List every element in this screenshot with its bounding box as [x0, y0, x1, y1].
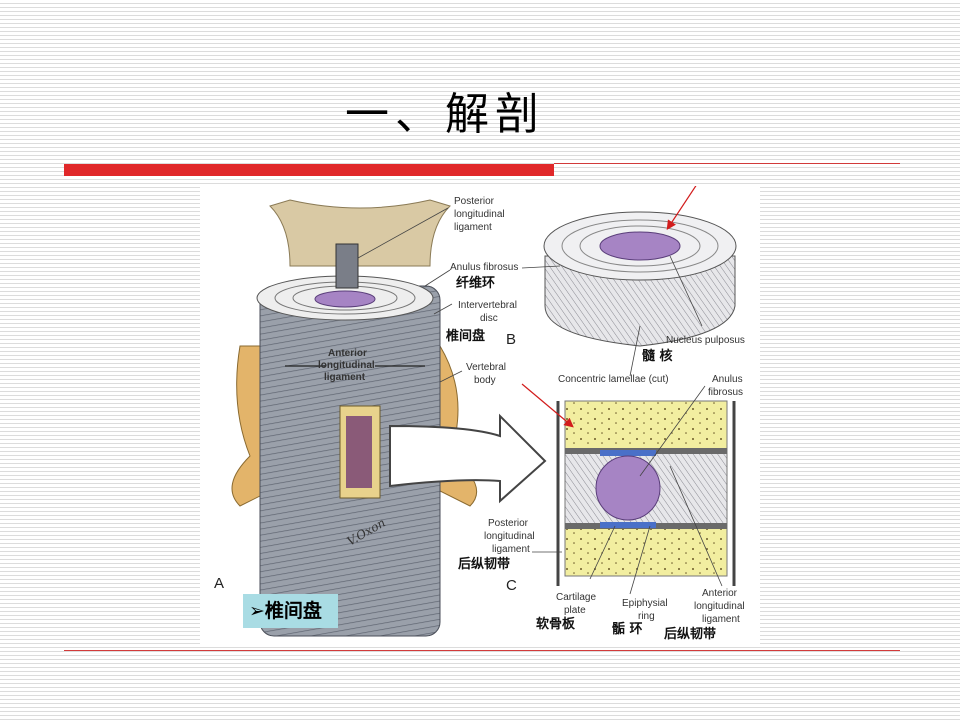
label-cartilage-plate: plate: [564, 605, 586, 616]
label-cn-cartilage-plate: 软骨板: [536, 616, 576, 632]
label-cartilage-plate: Cartilage: [556, 592, 596, 603]
label-posterior-longitudinal-ligament: Posterior: [454, 196, 495, 207]
label-intervertebral-disc: disc: [480, 313, 498, 324]
label-anterior-longitudinal-ligament-c: Anterior: [702, 588, 738, 599]
label-posterior-longitudinal-ligament: ligament: [454, 222, 492, 233]
label-vertebral-body: Vertebral: [466, 362, 506, 373]
panel-label-c: C: [506, 577, 517, 594]
label-anterior-longitudinal-ligament: ligament: [324, 372, 366, 383]
label-anulus-fibrosus-c: fibrosus: [708, 387, 743, 398]
label-epiphysial-ring: ring: [638, 611, 655, 622]
red-pointer-arrow: [666, 186, 697, 231]
panel-a-spine: [231, 199, 478, 637]
label-vertebral-body: body: [474, 375, 496, 386]
panel-b-disc-section: [543, 211, 737, 347]
label-cn-anulus-fibrosus: 纤维环: [456, 275, 495, 291]
label-anterior-longitudinal-ligament-c: longitudinal: [694, 601, 745, 612]
label-anterior-longitudinal-ligament: longitudinal: [318, 360, 375, 371]
label-posterior-longitudinal-ligament: longitudinal: [454, 209, 505, 220]
label-posterior-longitudinal-ligament-c: Posterior: [488, 518, 529, 529]
label-cn-anterior-longitudinal-ligament: 后纵韧带: [664, 626, 716, 642]
label-anulus-fibrosus: Anulus fibrosus: [450, 262, 518, 273]
label-cn-nucleus-pulposus: 髓 核: [642, 348, 673, 364]
label-anterior-longitudinal-ligament: Anterior: [328, 348, 367, 359]
title-underline-bar: [64, 164, 554, 176]
intervertebral-disc-figure: Posterior longitudinal ligament Anulus f…: [200, 186, 760, 644]
label-cn-intervertebral-disc: 椎间盘: [445, 328, 485, 344]
label-posterior-longitudinal-ligament-c: longitudinal: [484, 531, 535, 542]
label-concentric-lamellae: Concentric lamellae (cut): [558, 374, 669, 385]
label-posterior-longitudinal-ligament-c: ligament: [492, 544, 530, 555]
label-anulus-fibrosus-c: Anulus: [712, 374, 743, 385]
footer-divider-line: [64, 650, 900, 651]
red-pointer-arrow: [521, 383, 574, 428]
label-cn-posterior-longitudinal-ligament: 后纵韧带: [458, 556, 510, 572]
label-epiphysial-ring: Epiphysial: [622, 598, 668, 609]
transition-arrow: [389, 413, 547, 504]
panel-c-sagittal: [556, 400, 736, 586]
panel-label-a: A: [214, 575, 224, 592]
label-intervertebral-disc: Intervertebral: [458, 300, 517, 311]
label-cn-epiphysial-ring: 骺 环: [612, 621, 643, 637]
leader-lines: [357, 207, 723, 595]
slide-title: 一、解剖: [345, 89, 545, 140]
label-nucleus-pulposus: Nucleus pulposus: [666, 335, 745, 346]
title-divider-line: [554, 163, 900, 164]
panel-label-b: B: [506, 331, 516, 348]
figure-caption: ➢椎间盘: [243, 594, 338, 628]
anatomy-illustration: Posterior longitudinal ligament Anulus f…: [214, 186, 745, 642]
label-anterior-longitudinal-ligament-c: ligament: [702, 614, 740, 625]
